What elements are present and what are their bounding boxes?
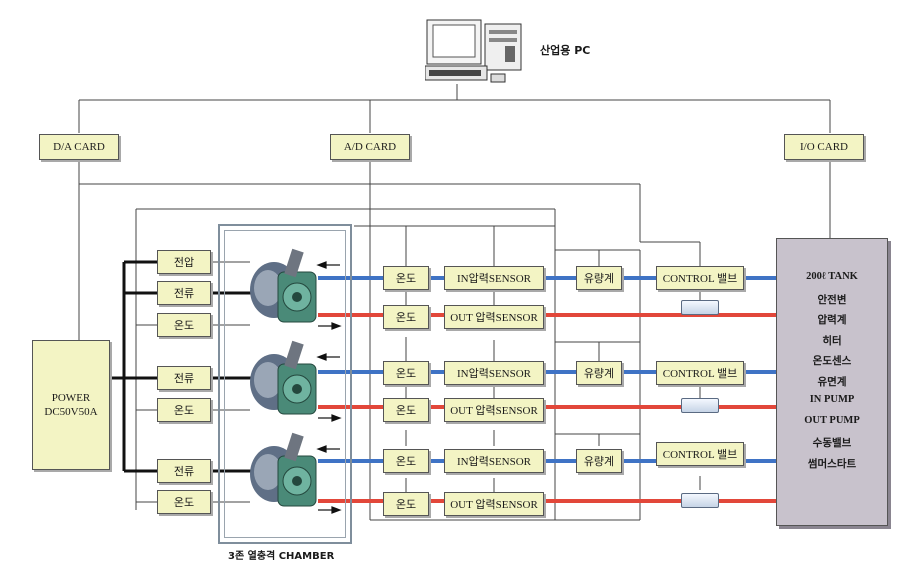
out-pressure-sensor-1: OUT 압력SENSOR: [444, 305, 544, 329]
motor-icon: [250, 432, 317, 507]
current-box-1: 전류: [157, 281, 211, 305]
in-pressure-sensor-2: IN압력SENSOR: [444, 361, 544, 385]
control-valve-3: CONTROL 밸브: [656, 442, 744, 466]
temperature-box-line2-out: 온도: [383, 398, 429, 422]
temperature-box-line1-out: 온도: [383, 305, 429, 329]
power-label: POWER: [51, 392, 91, 404]
tank-item: 온도센스: [812, 355, 852, 367]
out-pressure-sensor-3: OUT 압력SENSOR: [444, 492, 544, 516]
manual-valve-icon: [681, 300, 719, 315]
tank-component-list: 200ℓ TANK 안전변 압력계 히터 온도센스 유면계 IN PUMP OU…: [777, 271, 887, 476]
in-pressure-sensor-1: IN압력SENSOR: [444, 266, 544, 290]
temperature-box-line3-in: 온도: [383, 449, 429, 473]
motor-icon: [250, 248, 317, 323]
tank-item: 압력계: [817, 314, 847, 326]
da-card: D/A CARD: [39, 134, 119, 160]
tank-item: 200ℓ TANK: [806, 271, 858, 282]
tank-unit: 200ℓ TANK 안전변 압력계 히터 온도센스 유면계 IN PUMP OU…: [776, 238, 888, 526]
temperature-box-line2-in: 온도: [383, 361, 429, 385]
tank-item: 수동밸브: [812, 437, 852, 449]
temperature-box-3: 온도: [157, 490, 211, 514]
flowmeter-3: 유량계: [576, 449, 622, 473]
tank-item: IN PUMP: [809, 394, 855, 405]
tank-item: OUT PUMP: [804, 414, 860, 426]
voltage-box-1: 전압: [157, 250, 211, 274]
io-card: I/O CARD: [784, 134, 864, 160]
temperature-box-2: 온도: [157, 398, 211, 422]
flowmeter-1: 유량계: [576, 266, 622, 290]
temperature-box-line3-out: 온도: [383, 492, 429, 516]
tank-item: 히터: [822, 334, 842, 347]
temperature-box-1: 온도: [157, 313, 211, 337]
chamber-frame: [218, 224, 352, 544]
manual-valve-icon: [681, 398, 719, 413]
current-box-3: 전류: [157, 459, 211, 483]
out-pressure-sensor-2: OUT 압력SENSOR: [444, 398, 544, 422]
in-pressure-sensor-3: IN압력SENSOR: [444, 449, 544, 473]
control-valve-1: CONTROL 밸브: [656, 266, 744, 290]
chamber-label: 3존 열충격 CHAMBER: [228, 551, 335, 562]
flowmeter-2: 유량계: [576, 361, 622, 385]
current-box-2: 전류: [157, 366, 211, 390]
computer-icon: [425, 19, 522, 83]
ad-card: A/D CARD: [330, 134, 410, 160]
tank-item: 썸머스타트: [807, 457, 857, 470]
chamber-inner: [224, 230, 346, 538]
motor-icon: [250, 340, 317, 415]
tank-item: 안전변: [817, 293, 847, 306]
power-rating: DC50V50A: [44, 406, 98, 418]
power-supply: POWER DC50V50A: [32, 340, 110, 470]
temperature-box-line1-in: 온도: [383, 266, 429, 290]
manual-valve-icon: [681, 493, 719, 508]
pc-label: 산업용 PC: [540, 44, 591, 57]
control-valve-2: CONTROL 밸브: [656, 361, 744, 385]
tank-item: 유면계: [817, 375, 847, 388]
